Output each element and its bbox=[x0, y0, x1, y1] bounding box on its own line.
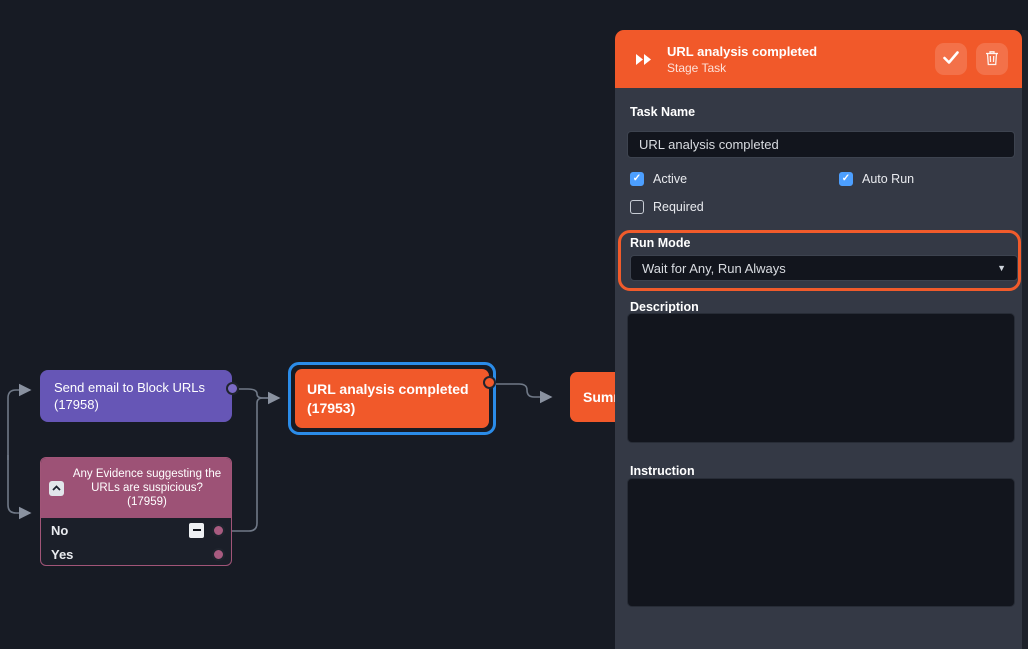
checkbox-label: Auto Run bbox=[862, 172, 915, 186]
node-label: Any Evidence suggesting the URLs are sus… bbox=[72, 468, 222, 508]
checkbox-label: Required bbox=[653, 200, 704, 214]
run-mode-value: Wait for Any, Run Always bbox=[642, 260, 786, 276]
panel-header: URL analysis completed Stage Task bbox=[615, 30, 1022, 88]
panel-body: Task Name Active Auto Run Required Run M… bbox=[615, 88, 1022, 649]
fast-forward-icon bbox=[635, 53, 653, 66]
trash-icon bbox=[985, 50, 999, 69]
chevron-down-icon: ▼ bbox=[997, 263, 1006, 273]
option-row-no[interactable]: No bbox=[41, 518, 231, 542]
instruction-textarea[interactable] bbox=[627, 478, 1015, 607]
output-port[interactable] bbox=[212, 547, 225, 561]
panel-title: URL analysis completed bbox=[667, 43, 818, 59]
run-mode-select[interactable]: Wait for Any, Run Always ▼ bbox=[630, 255, 1018, 281]
run-mode-highlight-annotation: Run Mode Wait for Any, Run Always ▼ bbox=[618, 230, 1021, 291]
task-name-input[interactable] bbox=[627, 131, 1015, 158]
checkbox-auto-run[interactable]: Auto Run bbox=[839, 172, 914, 186]
checkbox-required[interactable]: Required bbox=[630, 200, 704, 214]
node-url-analysis[interactable]: URL analysis completed (17953) bbox=[295, 369, 496, 428]
output-port[interactable] bbox=[483, 376, 496, 389]
chevron-up-icon[interactable] bbox=[49, 480, 64, 496]
node-send-email[interactable]: Send email to Block URLs (17958) bbox=[40, 370, 239, 422]
panel-scrollbar[interactable] bbox=[1022, 30, 1028, 649]
output-port[interactable] bbox=[226, 382, 239, 395]
node-evidence-question[interactable]: Any Evidence suggesting the URLs are sus… bbox=[40, 457, 232, 566]
selection-outline: URL analysis completed (17953) bbox=[288, 362, 496, 435]
checkbox-icon[interactable] bbox=[630, 200, 644, 214]
node-label: URL analysis completed (17953) bbox=[307, 380, 469, 416]
option-row-yes[interactable]: Yes bbox=[41, 542, 231, 565]
panel-subtitle: Stage Task bbox=[667, 60, 727, 75]
confirm-button[interactable] bbox=[935, 43, 967, 75]
node-header: Any Evidence suggesting the URLs are sus… bbox=[41, 458, 231, 518]
task-config-panel: URL analysis completed Stage Task bbox=[615, 0, 1028, 649]
checkbox-icon[interactable] bbox=[839, 172, 853, 186]
checkbox-icon[interactable] bbox=[630, 172, 644, 186]
description-label: Description bbox=[630, 300, 699, 314]
delete-button[interactable] bbox=[976, 43, 1008, 75]
run-mode-label: Run Mode bbox=[630, 236, 691, 250]
check-icon bbox=[943, 51, 959, 67]
minus-icon[interactable] bbox=[189, 522, 204, 538]
instruction-label: Instruction bbox=[630, 464, 695, 478]
checkbox-label: Active bbox=[653, 172, 688, 186]
option-label: Yes bbox=[51, 546, 74, 562]
node-label: Send email to Block URLs (17958) bbox=[54, 380, 206, 412]
task-name-label: Task Name bbox=[630, 105, 696, 119]
checkbox-active[interactable]: Active bbox=[630, 172, 687, 186]
description-textarea[interactable] bbox=[627, 313, 1015, 443]
output-port[interactable] bbox=[212, 523, 225, 537]
panel-header-titles: URL analysis completed Stage Task bbox=[667, 44, 926, 75]
option-label: No bbox=[51, 522, 69, 538]
